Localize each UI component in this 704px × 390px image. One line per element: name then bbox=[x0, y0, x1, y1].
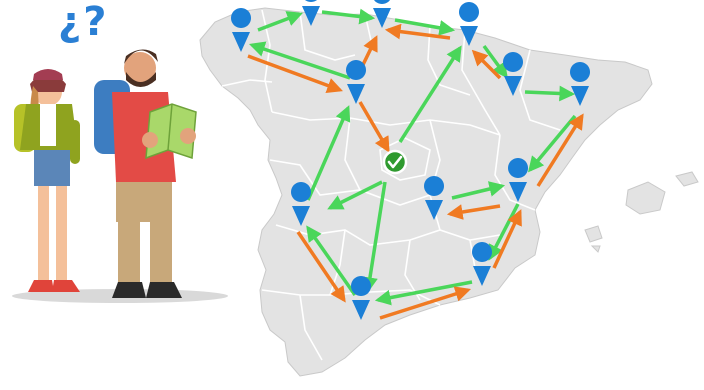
checkmark-icon bbox=[387, 155, 403, 169]
travelers-illustration bbox=[12, 49, 228, 303]
location-pin-icon bbox=[346, 60, 367, 104]
location-pin-icon bbox=[373, 0, 391, 28]
island-menorca bbox=[675, 171, 699, 187]
man-traveler bbox=[94, 49, 197, 298]
location-pin-icon bbox=[302, 0, 320, 26]
location-pin-icon bbox=[231, 8, 252, 53]
location-pin-icon bbox=[291, 182, 312, 226]
island-ibiza bbox=[584, 225, 603, 243]
location-pin-icon bbox=[424, 176, 445, 220]
woman-traveler bbox=[14, 69, 80, 292]
location-pin-icon bbox=[459, 2, 480, 46]
island-mallorca bbox=[625, 181, 666, 215]
location-pin-icon bbox=[508, 158, 529, 202]
location-pin-icon bbox=[351, 276, 372, 320]
location-pins bbox=[231, 0, 591, 320]
location-pin-icon bbox=[472, 242, 493, 286]
island-formentera bbox=[590, 245, 601, 253]
location-pin-icon bbox=[503, 52, 524, 96]
orange-routes bbox=[247, 23, 584, 320]
question-marks-icon: ¿? bbox=[58, 0, 109, 45]
spain-mainland bbox=[199, 7, 653, 377]
green-routes bbox=[249, 8, 577, 306]
checkmark-badge bbox=[382, 149, 408, 175]
location-pin-icon bbox=[570, 61, 591, 106]
